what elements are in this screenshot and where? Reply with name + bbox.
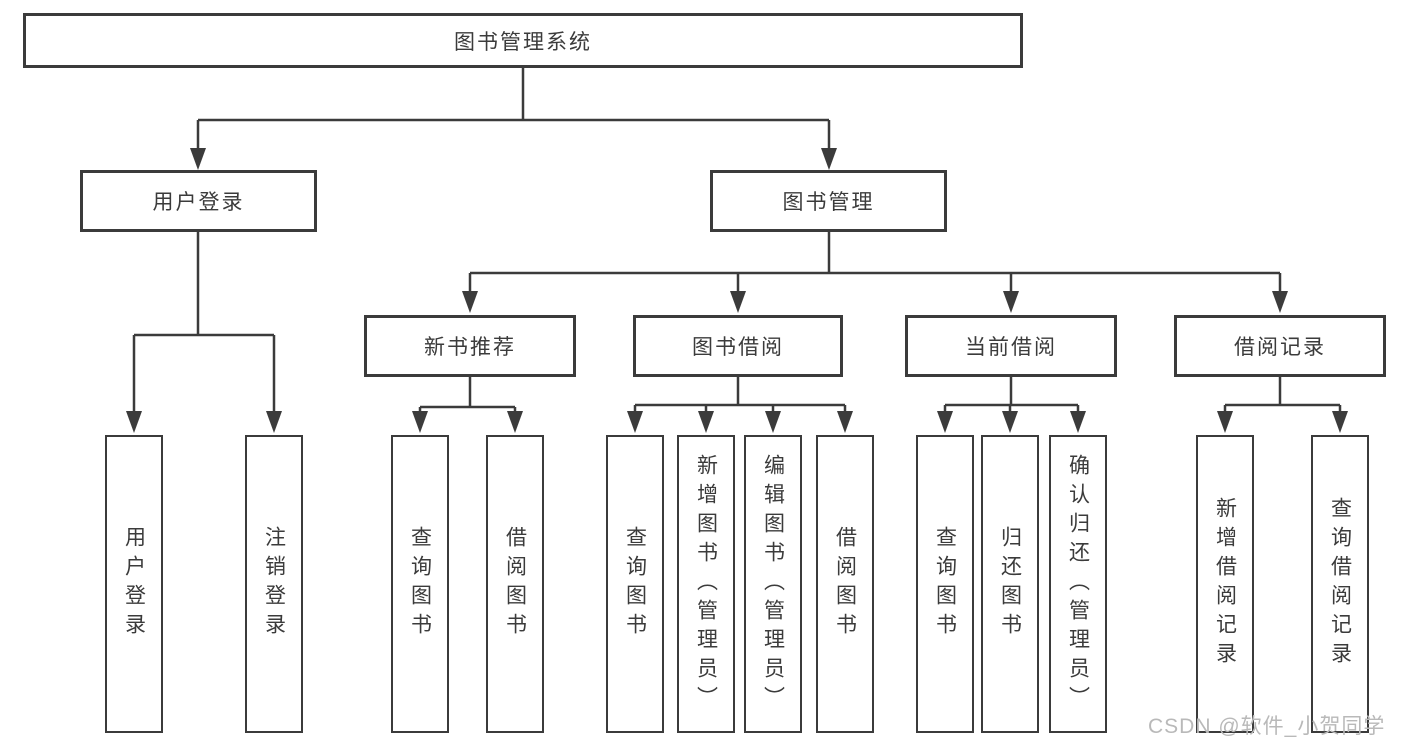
node-user-login: 用户登录 — [80, 170, 317, 232]
leaf-query-books-borrowing: 查询图书 — [606, 435, 664, 733]
csdn-watermark: CSDN @软件_小贺同学 — [1148, 715, 1386, 738]
node-new-book-recommendation: 新书推荐 — [364, 315, 576, 377]
leaf-borrow-books-recommend: 借阅图书 — [486, 435, 544, 733]
leaf-confirm-return-admin: 确认归还（管理员） — [1049, 435, 1107, 733]
node-book-management: 图书管理 — [710, 170, 947, 232]
leaf-return-books: 归还图书 — [981, 435, 1039, 733]
node-root: 图书管理系统 — [23, 13, 1023, 68]
leaf-query-books-recommend: 查询图书 — [391, 435, 449, 733]
leaf-edit-book-admin: 编辑图书（管理员） — [744, 435, 802, 733]
node-borrowing-records: 借阅记录 — [1174, 315, 1386, 377]
leaf-user-login: 用户登录 — [105, 435, 163, 733]
leaf-add-borrow-record: 新增借阅记录 — [1196, 435, 1254, 733]
leaf-query-borrow-record: 查询借阅记录 — [1311, 435, 1369, 733]
node-book-borrowing: 图书借阅 — [633, 315, 843, 377]
leaf-borrow-books-borrowing: 借阅图书 — [816, 435, 874, 733]
leaf-query-books-current: 查询图书 — [916, 435, 974, 733]
node-current-borrowing: 当前借阅 — [905, 315, 1117, 377]
leaf-add-book-admin: 新增图书（管理员） — [677, 435, 735, 733]
leaf-logout: 注销登录 — [245, 435, 303, 733]
